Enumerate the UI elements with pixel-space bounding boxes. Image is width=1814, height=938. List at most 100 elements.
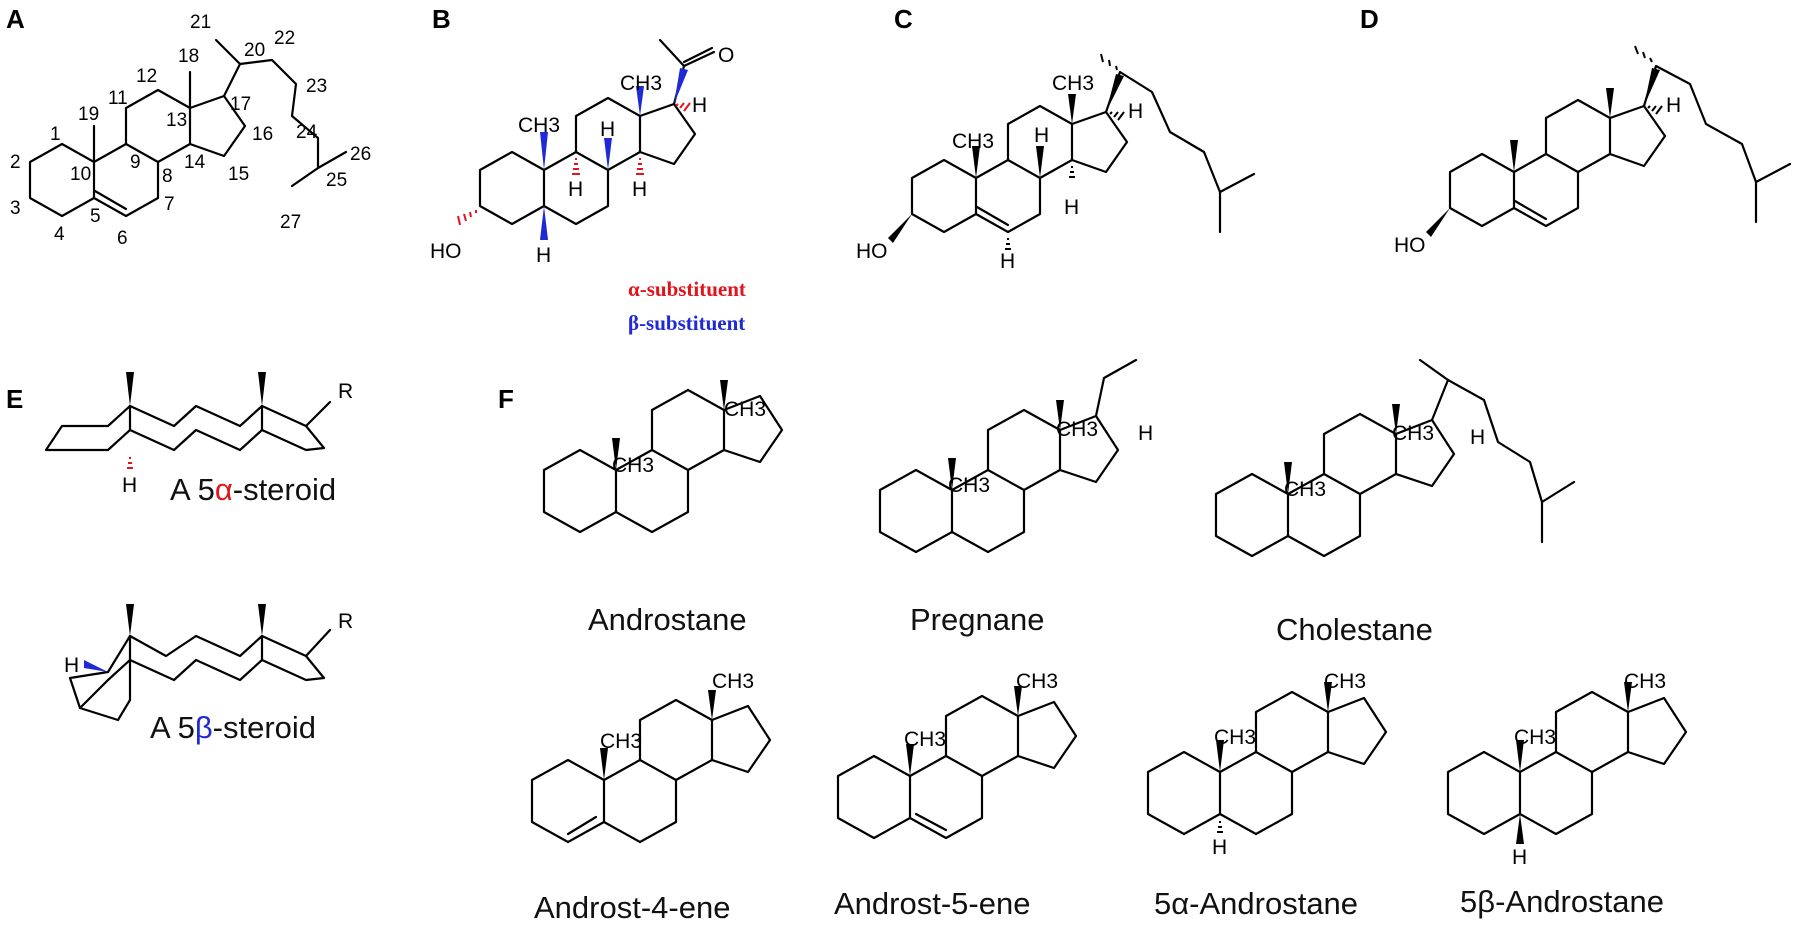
atom-number: 15 (228, 164, 249, 185)
panel-f: F CH3 CH3 Androstane CH3 CH3 H Pregnane (498, 358, 1688, 925)
methyl-19-label: CH3 (1514, 726, 1556, 749)
methyl-18-label: CH3 (1052, 72, 1094, 95)
methyl-18-label: CH3 (1056, 418, 1098, 441)
atom-number: 19 (78, 104, 99, 125)
h17-label: H (1470, 426, 1485, 449)
h9-label: H (1000, 250, 1015, 273)
compound-name: Androst-4-ene (534, 890, 730, 925)
methyl-19-label: CH3 (518, 114, 560, 137)
atom-number: 17 (230, 94, 251, 115)
h9-label: H (568, 178, 583, 201)
cholesterol-skeleton-numbered (28, 38, 348, 218)
legend-beta-substituent: β-substituent (628, 311, 745, 335)
methyl-19-label: CH3 (948, 474, 990, 497)
atom-number: 9 (130, 152, 141, 173)
methyl-19-label: CH3 (952, 130, 994, 153)
five-beta-androstane-structure (1446, 682, 1688, 844)
panel-d: D HO H (1360, 4, 1792, 257)
panel-letter-d: D (1360, 4, 1379, 34)
pregnane-structure (878, 358, 1138, 554)
atom-number: 4 (54, 224, 65, 245)
atom-number: 27 (280, 212, 301, 233)
atom-number: 6 (117, 228, 128, 249)
atom-number: 12 (136, 66, 157, 87)
beta-wedge (540, 206, 548, 240)
methyl-18-label: CH3 (1392, 422, 1434, 445)
compound-name: Pregnane (910, 602, 1044, 637)
h17-label: H (692, 94, 707, 117)
compound-name: 5β-Androstane (1460, 884, 1664, 919)
h17-label: H (1128, 100, 1143, 123)
atom-number: 13 (166, 110, 187, 131)
r-group-label: R (338, 380, 353, 403)
atom-number: 1 (50, 124, 61, 145)
panel-letter-e: E (6, 384, 23, 414)
beta-wedge (636, 86, 644, 116)
panel-c: C HO (856, 4, 1256, 273)
methyl-19-label: CH3 (904, 728, 946, 751)
hydroxyl-label: HO (430, 240, 462, 263)
h14-label: H (632, 178, 647, 201)
cholesterol-stereo-structure (888, 53, 1256, 250)
methyl-19-label: CH3 (1214, 726, 1256, 749)
atom-number: 10 (70, 164, 91, 185)
five-beta-chair-skeleton (68, 604, 332, 722)
h-beta-label: H (64, 654, 79, 677)
r-group-label: R (338, 610, 353, 633)
five-alpha-androstane-structure (1146, 682, 1388, 836)
cholesterol-structure (1426, 45, 1792, 237)
cholestane-structure (1214, 358, 1576, 558)
atom-number: 2 (10, 152, 21, 173)
methyl-18-label: CH3 (724, 398, 766, 421)
methyl-18-label: CH3 (1624, 670, 1666, 693)
methyl-18-label: CH3 (620, 72, 662, 95)
panel-letter-c: C (894, 4, 913, 34)
h5-label: H (1212, 836, 1227, 859)
h14-label: H (1064, 196, 1079, 219)
atom-number: 18 (178, 46, 199, 67)
panel-e: E R H A 5α-steroid R H A (6, 372, 353, 745)
h8-label: H (600, 118, 615, 141)
methyl-19-label: CH3 (600, 730, 642, 753)
atom-number: 8 (162, 166, 173, 187)
oxygen-label: O (718, 44, 734, 67)
methyl-18-label: CH3 (712, 670, 754, 693)
panel-letter-f: F (498, 384, 514, 414)
atom-number: 14 (184, 152, 206, 173)
panel-letter-b: B (432, 4, 451, 34)
atom-number: 20 (244, 40, 265, 61)
atom-number: 11 (108, 88, 128, 109)
legend-alpha-substituent: α-substituent (628, 277, 746, 301)
atom-number: 21 (190, 12, 211, 33)
atom-number: 7 (164, 194, 175, 215)
atom-number: 3 (10, 198, 21, 219)
beta-wedge (674, 68, 688, 104)
h17-label: H (1138, 422, 1153, 445)
compound-name: 5α-Androstane (1154, 886, 1358, 921)
alpha-hash (457, 102, 691, 226)
h5-label: H (536, 244, 551, 267)
h8-label: H (1034, 124, 1049, 147)
atom-number: 16 (252, 124, 273, 145)
atom-number: 26 (350, 144, 371, 165)
panel-b: B (430, 4, 746, 335)
compound-name: Androstane (588, 602, 747, 637)
h17-label: H (1666, 94, 1681, 117)
beta-wedge (540, 132, 548, 170)
pregnane-structure (457, 38, 716, 240)
five-alpha-caption: A 5α-steroid (170, 472, 336, 507)
methyl-19-label: CH3 (1284, 478, 1326, 501)
h-alpha-label: H (122, 474, 137, 497)
compound-name: Androst-5-ene (834, 886, 1030, 921)
atom-numbers: 1 2 3 4 5 6 7 8 9 10 11 12 13 14 15 16 1… (10, 12, 371, 249)
methyl-19-label: CH3 (612, 454, 654, 477)
five-beta-caption: A 5β-steroid (150, 710, 316, 745)
atom-number: 5 (90, 206, 101, 227)
atom-number: 22 (274, 28, 295, 49)
hydroxyl-label: HO (1394, 234, 1426, 257)
beta-wedge (604, 138, 612, 170)
panel-a: A 1 2 3 4 5 6 7 8 9 (6, 4, 371, 249)
methyl-18-label: CH3 (1324, 670, 1366, 693)
hydroxyl-label: HO (856, 240, 888, 263)
atom-number: 24 (296, 122, 318, 143)
